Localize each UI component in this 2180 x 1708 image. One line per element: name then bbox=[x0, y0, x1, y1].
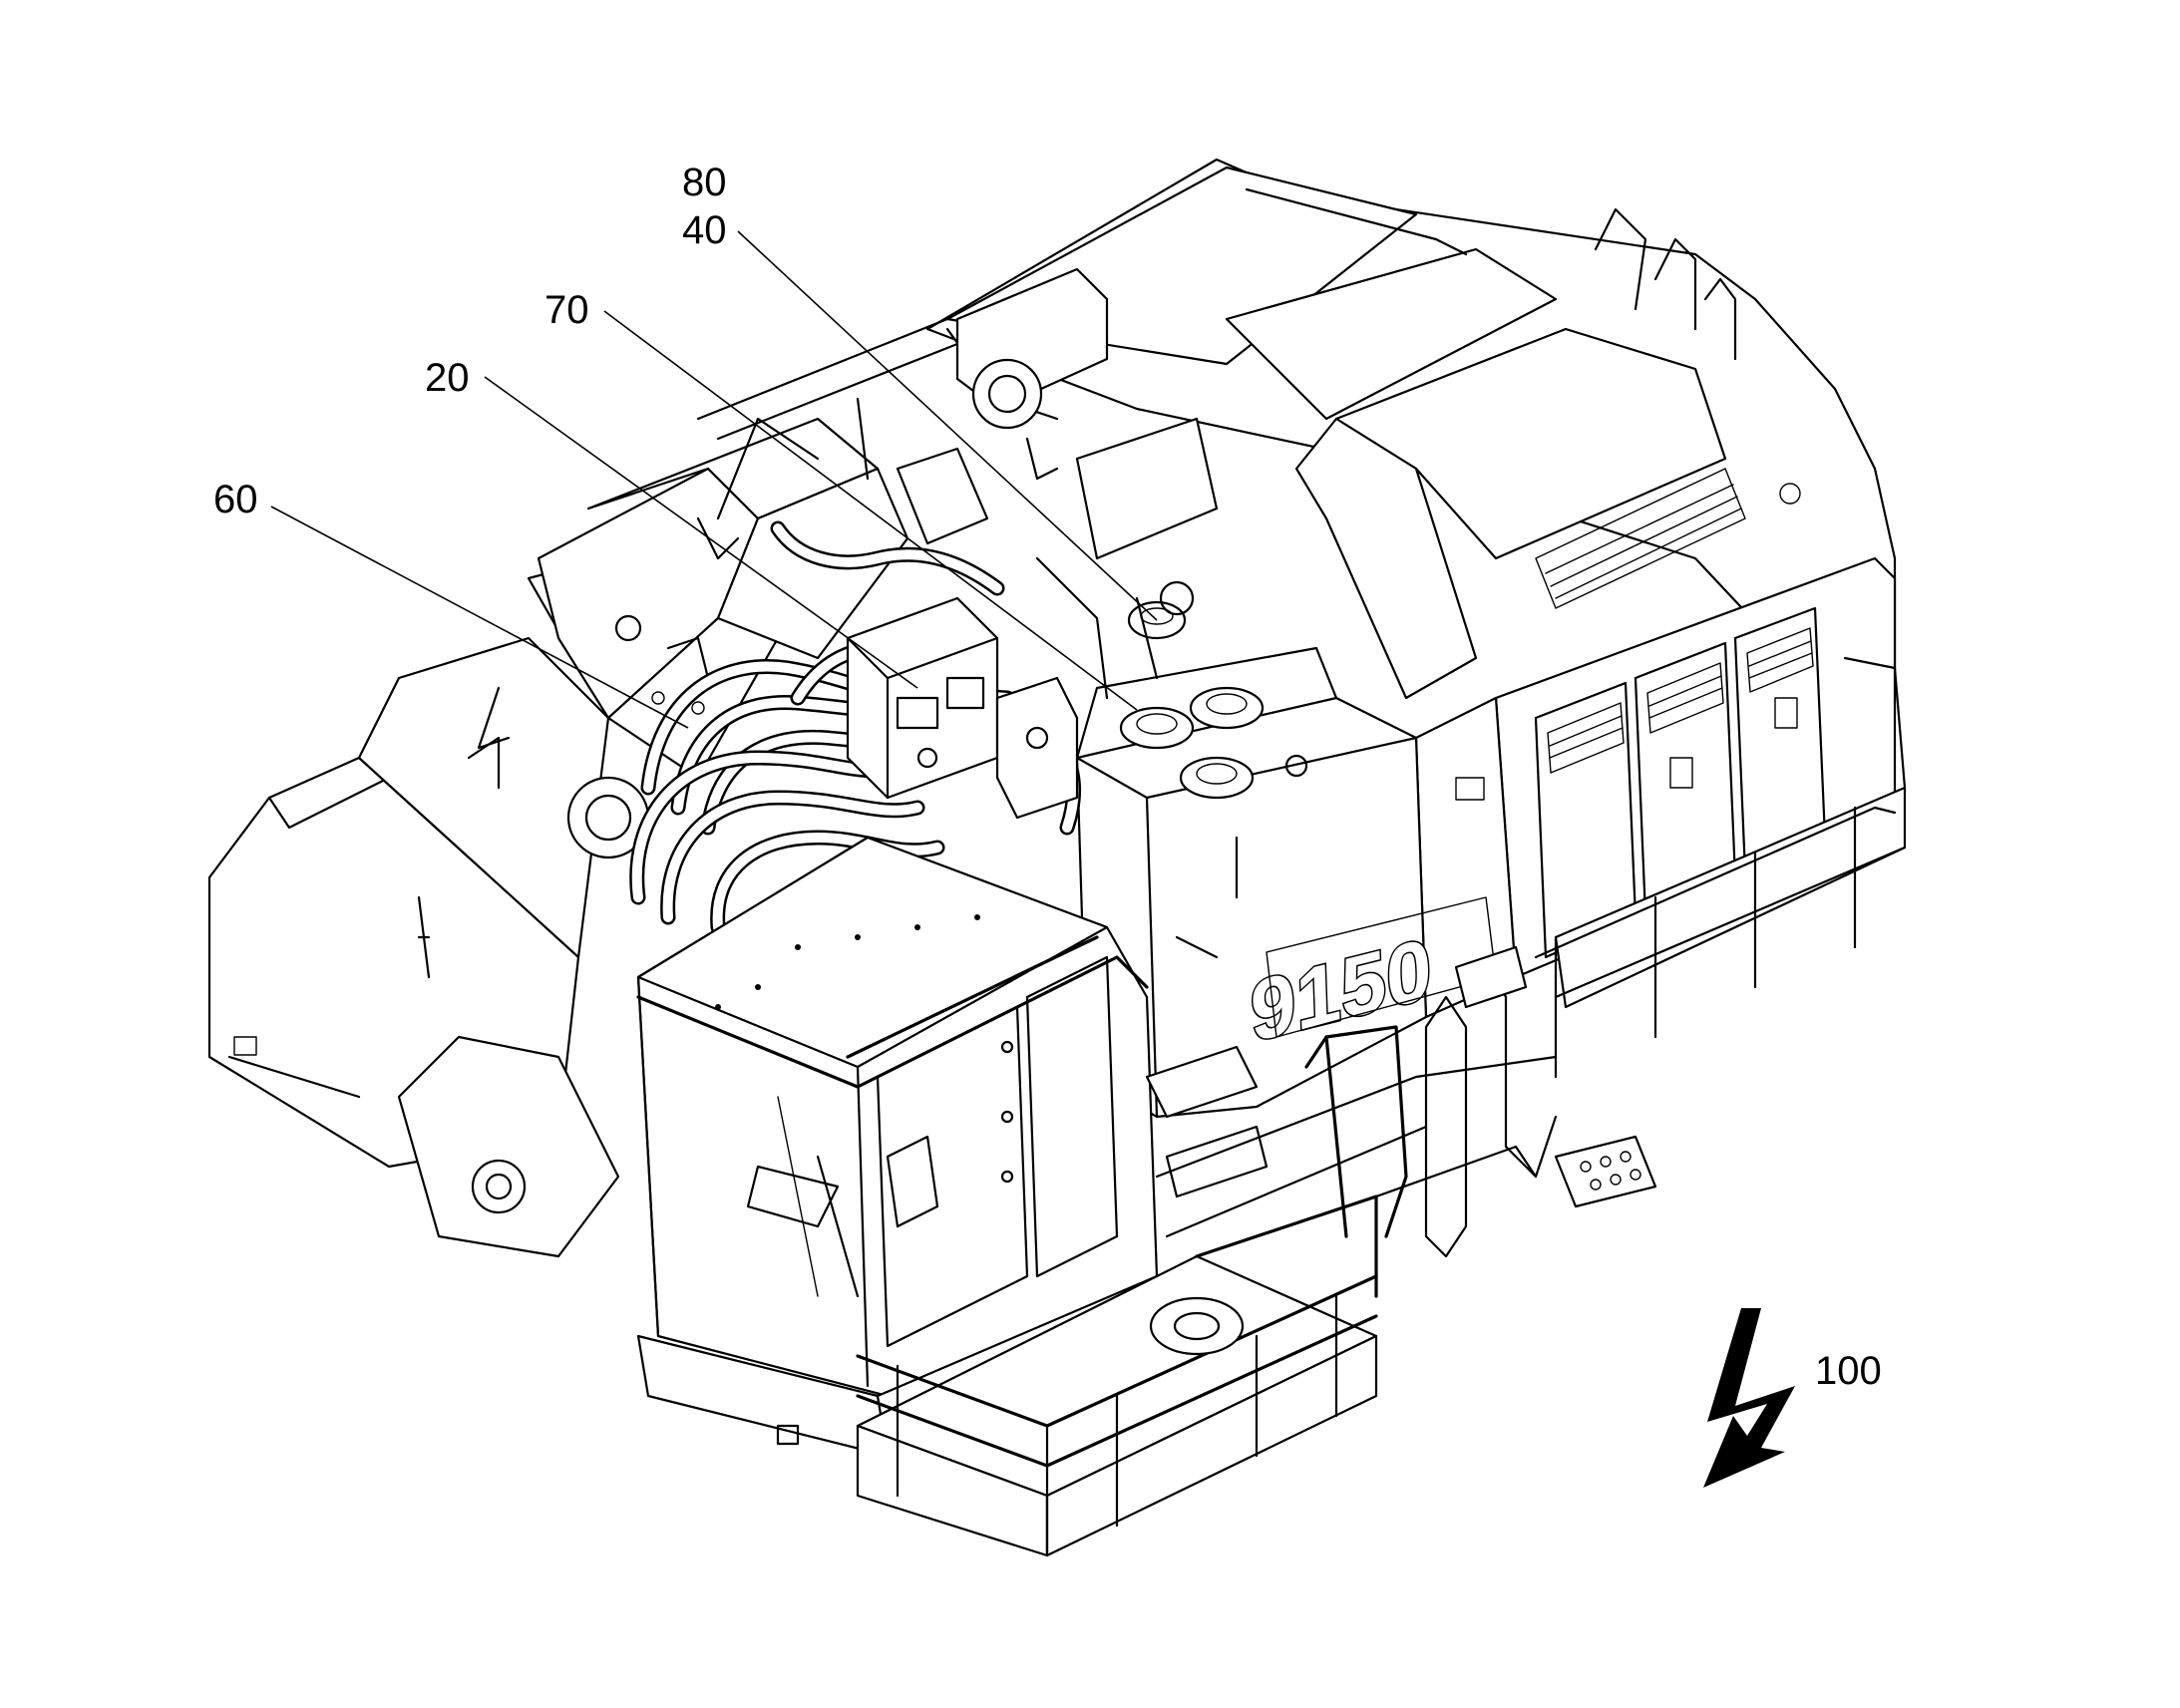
ref-label-60: 60 bbox=[213, 478, 258, 521]
undercarriage-frame bbox=[1155, 1055, 1558, 1238]
ref-label-70: 70 bbox=[545, 288, 589, 332]
ref-label-20: 20 bbox=[425, 356, 470, 400]
upper-left-plates bbox=[477, 417, 909, 750]
reference-numerals: 80 40 70 20 60 100 bbox=[213, 161, 1882, 1393]
leader-line-60 bbox=[270, 506, 689, 729]
lightning-bolt-arrow-icon bbox=[1703, 1308, 1795, 1488]
ref-label-100: 100 bbox=[1815, 1349, 1882, 1393]
valve-manifold bbox=[846, 596, 1079, 820]
ref-label-80: 80 bbox=[682, 161, 727, 204]
roof-vent-grille bbox=[1535, 468, 1746, 609]
rear-roof-assembly bbox=[925, 158, 1897, 720]
front-walkway-railing bbox=[856, 945, 1528, 1557]
machine-illustration: 9150 bbox=[207, 158, 1907, 1557]
leader-line-40 bbox=[737, 230, 1158, 621]
leader-line-20 bbox=[484, 376, 918, 689]
leader-lines bbox=[270, 230, 1158, 729]
upper-frame-rails bbox=[696, 317, 1059, 520]
drive-motor bbox=[896, 267, 1219, 700]
ref-label-40: 40 bbox=[682, 208, 727, 252]
leader-line-70 bbox=[603, 310, 1138, 711]
hydraulic-tank: 9150 bbox=[1075, 600, 1497, 1119]
